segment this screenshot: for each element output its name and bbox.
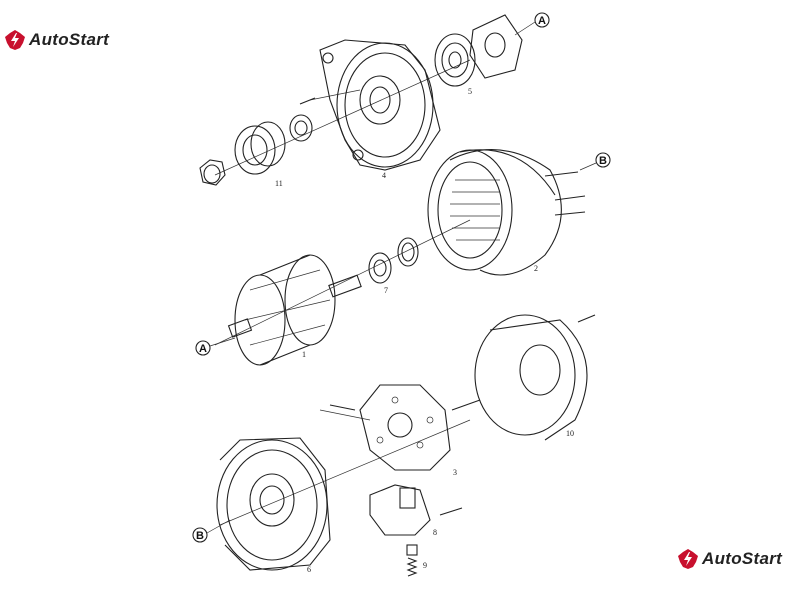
label-9: 9 (423, 561, 427, 570)
callout-a-top: A (514, 12, 550, 36)
label-4: 4 (382, 171, 386, 180)
part-10-rear-cover[interactable] (474, 314, 596, 441)
callout-b-housing: B (192, 519, 231, 543)
label-5: 5 (468, 87, 472, 96)
part-4-drive-end-housing[interactable] (299, 39, 441, 171)
callout-b-letter: B (196, 530, 204, 542)
autostart-logo-top: AutoStart (5, 30, 109, 50)
autostart-logo-icon (678, 549, 698, 569)
part-8-regulator[interactable] (369, 484, 463, 536)
callout-a-letter: A (199, 343, 207, 355)
autostart-logo-bottom: AutoStart (678, 549, 782, 569)
part-1-rotor[interactable] (227, 254, 362, 366)
autostart-logo-icon (5, 30, 25, 50)
label-3: 3 (453, 468, 457, 477)
brand-name: AutoStart (702, 549, 783, 568)
label-7: 7 (384, 286, 388, 295)
part-3-rectifier[interactable] (329, 384, 481, 471)
label-8: 8 (433, 528, 437, 537)
brand-name: AutoStart (29, 30, 110, 49)
callout-a-letter: A (538, 15, 546, 27)
part-6-slip-ring-housing[interactable] (216, 437, 331, 571)
label-1: 1 (302, 350, 306, 359)
callout-a-rotor: A (195, 337, 236, 356)
part-2-stator[interactable] (427, 149, 586, 276)
part-7-bearing[interactable] (368, 237, 419, 284)
part-9-brush[interactable] (406, 544, 418, 577)
label-6: 6 (307, 565, 311, 574)
label-2: 2 (534, 264, 538, 273)
part-labels: 11 4 5 2 7 1 10 3 8 9 6 (275, 87, 574, 574)
callout-b-letter: B (599, 155, 607, 167)
callout-b-top: B (579, 152, 611, 171)
part-11-pulley[interactable] (199, 114, 313, 186)
label-10: 10 (566, 429, 574, 438)
label-11: 11 (275, 179, 283, 188)
part-5-bearing[interactable] (434, 14, 523, 87)
